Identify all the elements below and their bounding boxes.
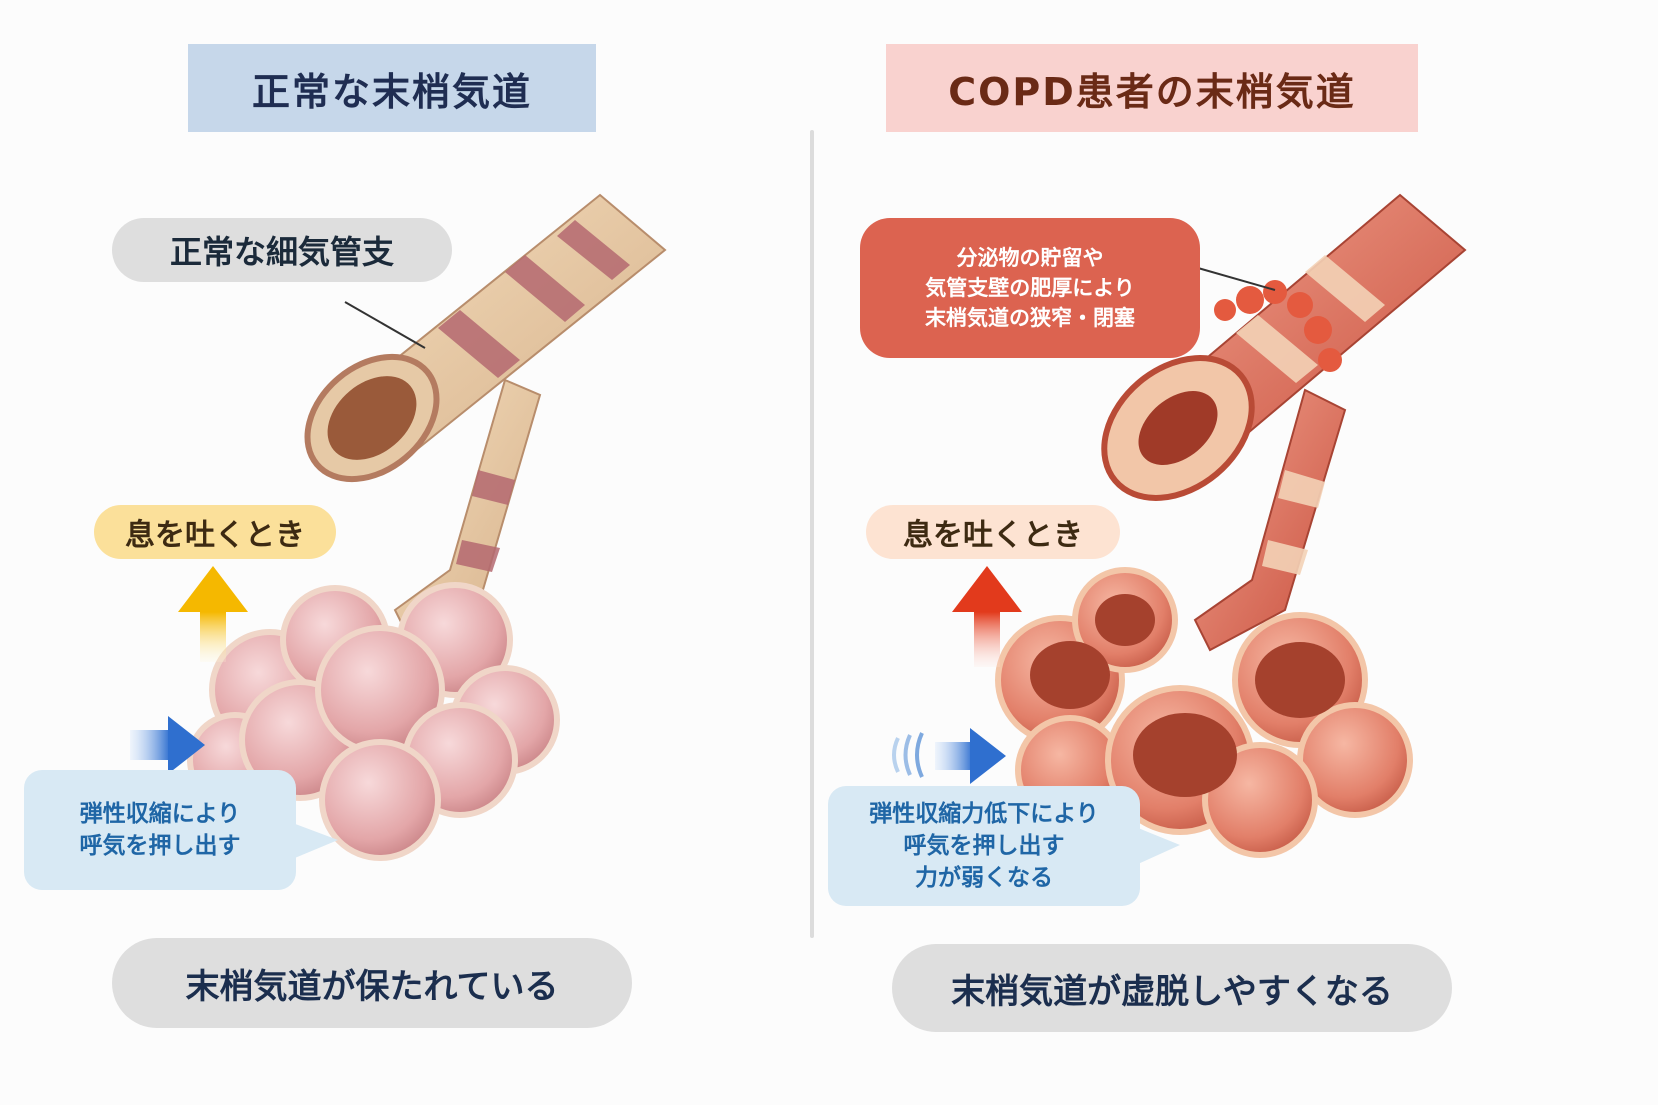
info-box-normal: 弾性収縮により 呼気を押し出す [24,770,296,890]
exhale-arrow-up-right [952,566,1022,667]
normal-bronchus-label: 正常な細気管支 [112,218,452,282]
copd-bronchus-illustration [1101,193,1467,652]
summary-normal: 末梢気道が保たれている [112,938,632,1028]
copd-alveoli-cluster [995,567,1413,858]
info-right-tail [1138,828,1180,864]
exhale-label-copd: 息を吐くとき [866,505,1120,559]
exhale-label-normal: 息を吐くとき [94,505,336,559]
info-line: 弾性収縮力低下により [869,801,1099,827]
callout-line: 気管支壁の肥厚により [925,276,1135,300]
info-line: 力が弱くなる [915,865,1053,891]
normal-bronchus-illustration [304,193,667,642]
info-box-copd: 弾性収縮力低下により 呼気を押し出す 力が弱くなる [828,786,1140,906]
copd-callout: 分泌物の貯留や 気管支壁の肥厚により 末梢気道の狭窄・閉塞 [860,218,1200,358]
info-line: 呼気を押し出す [79,833,241,859]
callout-line: 分泌物の貯留や [956,246,1104,270]
exhale-arrow-up-left [178,566,248,662]
center-divider [810,130,814,938]
info-line: 呼気を押し出す [903,833,1065,859]
info-line: 弾性収縮により [79,801,241,827]
title-copd: COPD患者の末梢気道 [886,44,1418,132]
push-arrow-right-weak [892,728,1006,784]
callout-line: 末梢気道の狭窄・閉塞 [925,306,1135,330]
info-left-tail [290,822,338,860]
summary-copd: 末梢気道が虚脱しやすくなる [892,944,1452,1032]
push-arrow-right-left [130,716,205,774]
title-normal: 正常な末梢気道 [188,44,596,132]
